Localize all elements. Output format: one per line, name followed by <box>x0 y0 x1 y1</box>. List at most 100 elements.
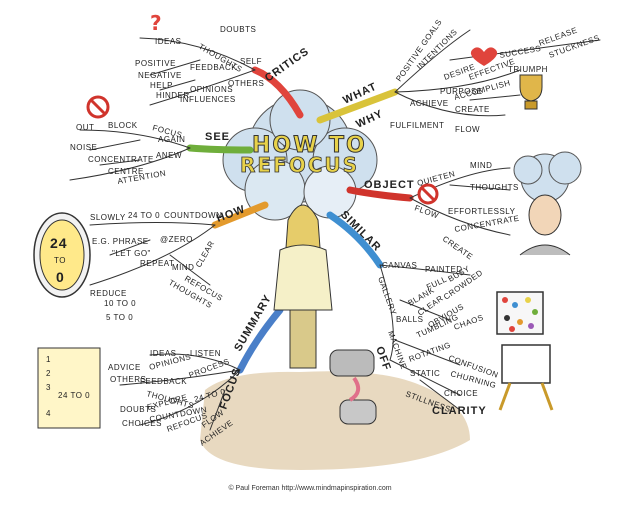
see-sublabels: FOCUS AGAIN ANEW OUT BLOCK NOISE CONCENT… <box>70 121 185 186</box>
thinking-man-illustration <box>513 151 582 256</box>
similar-label: SIMILAR <box>338 209 383 254</box>
how-sub: 24 TO 0 <box>128 211 160 220</box>
see-sub: NOISE <box>70 143 97 152</box>
easel-illustration <box>498 344 554 411</box>
summary-sub: PROCESS <box>188 357 231 380</box>
similar-sub: CLARITY <box>432 405 487 417</box>
checklist-item: 4 <box>46 409 51 418</box>
what-sub: FULFILMENT <box>390 121 444 130</box>
how-sub: MIND <box>172 263 194 272</box>
branch-see <box>186 144 254 154</box>
similar-sub: GALLERY <box>376 276 398 317</box>
critics-sub: HINDER <box>156 91 190 100</box>
credit-line: © Paul Foreman http://www.mindmapinspira… <box>228 485 392 492</box>
how-sub: @ZERO <box>160 235 193 244</box>
how-sub: REDUCE <box>90 289 127 298</box>
how-sub: "LET GO" <box>112 249 151 258</box>
critics-sub: SELF <box>240 57 262 66</box>
object-sub: CREATE <box>441 234 475 261</box>
dial-bottom: 0 <box>56 269 65 285</box>
what-sub: SUCCESS <box>499 44 542 60</box>
branch-object <box>346 186 414 202</box>
critics-sub: OPINIONS <box>190 85 233 94</box>
busy-painting-illustration <box>496 291 544 335</box>
similar-sub: STATIC <box>410 369 440 378</box>
summary-sublabels: LISTEN IDEAS ADVICE OPINIONS OTHERS FEED… <box>108 349 244 448</box>
see-sub: CENTRE <box>108 167 144 176</box>
similar-sub: ROTATING <box>408 340 453 364</box>
what-sub: ACHIEVE <box>410 99 449 108</box>
checklist-item: 3 <box>46 383 51 392</box>
summary-sub: FEEDBACK <box>140 377 187 386</box>
title-line-1: HOW TO <box>252 133 367 158</box>
summary-sub: OTHERS <box>110 375 146 384</box>
svg-text:?: ? <box>150 11 162 35</box>
object-sub: MIND <box>470 161 492 170</box>
object-sub: CONCENTRATE <box>454 214 520 234</box>
similar-sub: BALLS <box>396 315 423 324</box>
why-label: WHY <box>354 108 385 131</box>
critics-sub: INFLUENCES <box>180 95 236 104</box>
critics-sub: NEGATIVE <box>138 71 182 80</box>
summary-sub: ADVICE <box>108 363 141 372</box>
similar-sub: PAINTED <box>425 265 463 274</box>
what-sub: PURPOSE <box>440 87 483 96</box>
how-sublabels: COUNTDOWN SLOWLY 24 TO 0 E.G. PHRASE @ZE… <box>90 211 224 322</box>
critics-sublabels: SELF OTHERS DOUBTS THOUGHTS FEEDBACK IDE… <box>135 25 264 104</box>
what-sub: FLOW <box>455 125 480 134</box>
how-sub: COUNTDOWN <box>164 211 222 220</box>
critics-sub: OTHERS <box>228 79 264 88</box>
similar-sub: OFF <box>373 345 393 373</box>
object-sub: EFFORTLESSLY <box>448 207 516 216</box>
summary-sub: IDEAS <box>150 349 177 358</box>
how-sub: REPEAT <box>140 259 174 268</box>
similar-sub: CHOICE <box>444 389 478 398</box>
summary-sub: LISTEN <box>190 349 221 358</box>
similar-sub: CANVAS <box>382 261 417 270</box>
see-sub: CONCENTRATE <box>88 155 154 164</box>
see-label: SEE <box>205 131 230 143</box>
branch-what-why <box>316 88 399 124</box>
critics-sub: FEEDBACK <box>190 63 237 72</box>
summary-sub: CHOICES <box>122 419 162 428</box>
what-sub: TRIUMPH <box>508 65 548 74</box>
no-thought-sign-icon <box>417 183 439 205</box>
branch-critics <box>251 66 304 119</box>
critics-sub: IDEAS <box>155 37 182 46</box>
critics-sub: DOUBTS <box>220 25 256 34</box>
summary-sub: DOUBTS <box>120 405 156 414</box>
woman-figure-illustration <box>273 204 333 369</box>
object-sub: THOUGHTS <box>470 183 519 192</box>
how-sub: 10 TO 0 <box>104 299 136 308</box>
question-mark-icon: ? <box>150 11 162 35</box>
branch-how <box>211 201 269 229</box>
heart-icon <box>470 47 498 66</box>
see-sub: AGAIN <box>158 135 185 144</box>
checklist-item: 24 TO 0 <box>58 391 90 400</box>
see-sub: BLOCK <box>108 121 138 130</box>
what-sub: CREATE <box>455 105 490 114</box>
critics-sub: POSITIVE <box>135 59 176 68</box>
no-noise-sign-icon <box>86 95 110 119</box>
trophy-icon <box>519 74 543 110</box>
ground-shadow <box>200 371 470 470</box>
dial-mid: TO <box>54 256 66 265</box>
branches <box>186 66 414 374</box>
how-sub: 5 TO 0 <box>106 313 133 322</box>
how-sub: CLEAR <box>194 239 216 269</box>
countdown-dial-illustration: 24 TO 0 <box>33 212 91 298</box>
how-sub: E.G. PHRASE <box>92 237 149 246</box>
dial-top: 24 <box>50 235 68 251</box>
what-why-sublabels: POSITIVE GOALS INTENTIONS PURPOSE DESIRE… <box>390 18 601 134</box>
critics-sub: HELP <box>150 81 173 90</box>
checklist-illustration: 1 2 3 24 TO 0 4 <box>37 347 101 429</box>
rolling-machine-illustration <box>329 349 377 425</box>
checklist-item: 2 <box>46 369 51 378</box>
critics-label: CRITICS <box>263 45 312 84</box>
title-line-2: REFOCUS <box>240 153 359 177</box>
object-label: OBJECT <box>364 179 415 191</box>
see-sub: ANEW <box>156 151 182 160</box>
checklist-item: 1 <box>46 355 51 364</box>
